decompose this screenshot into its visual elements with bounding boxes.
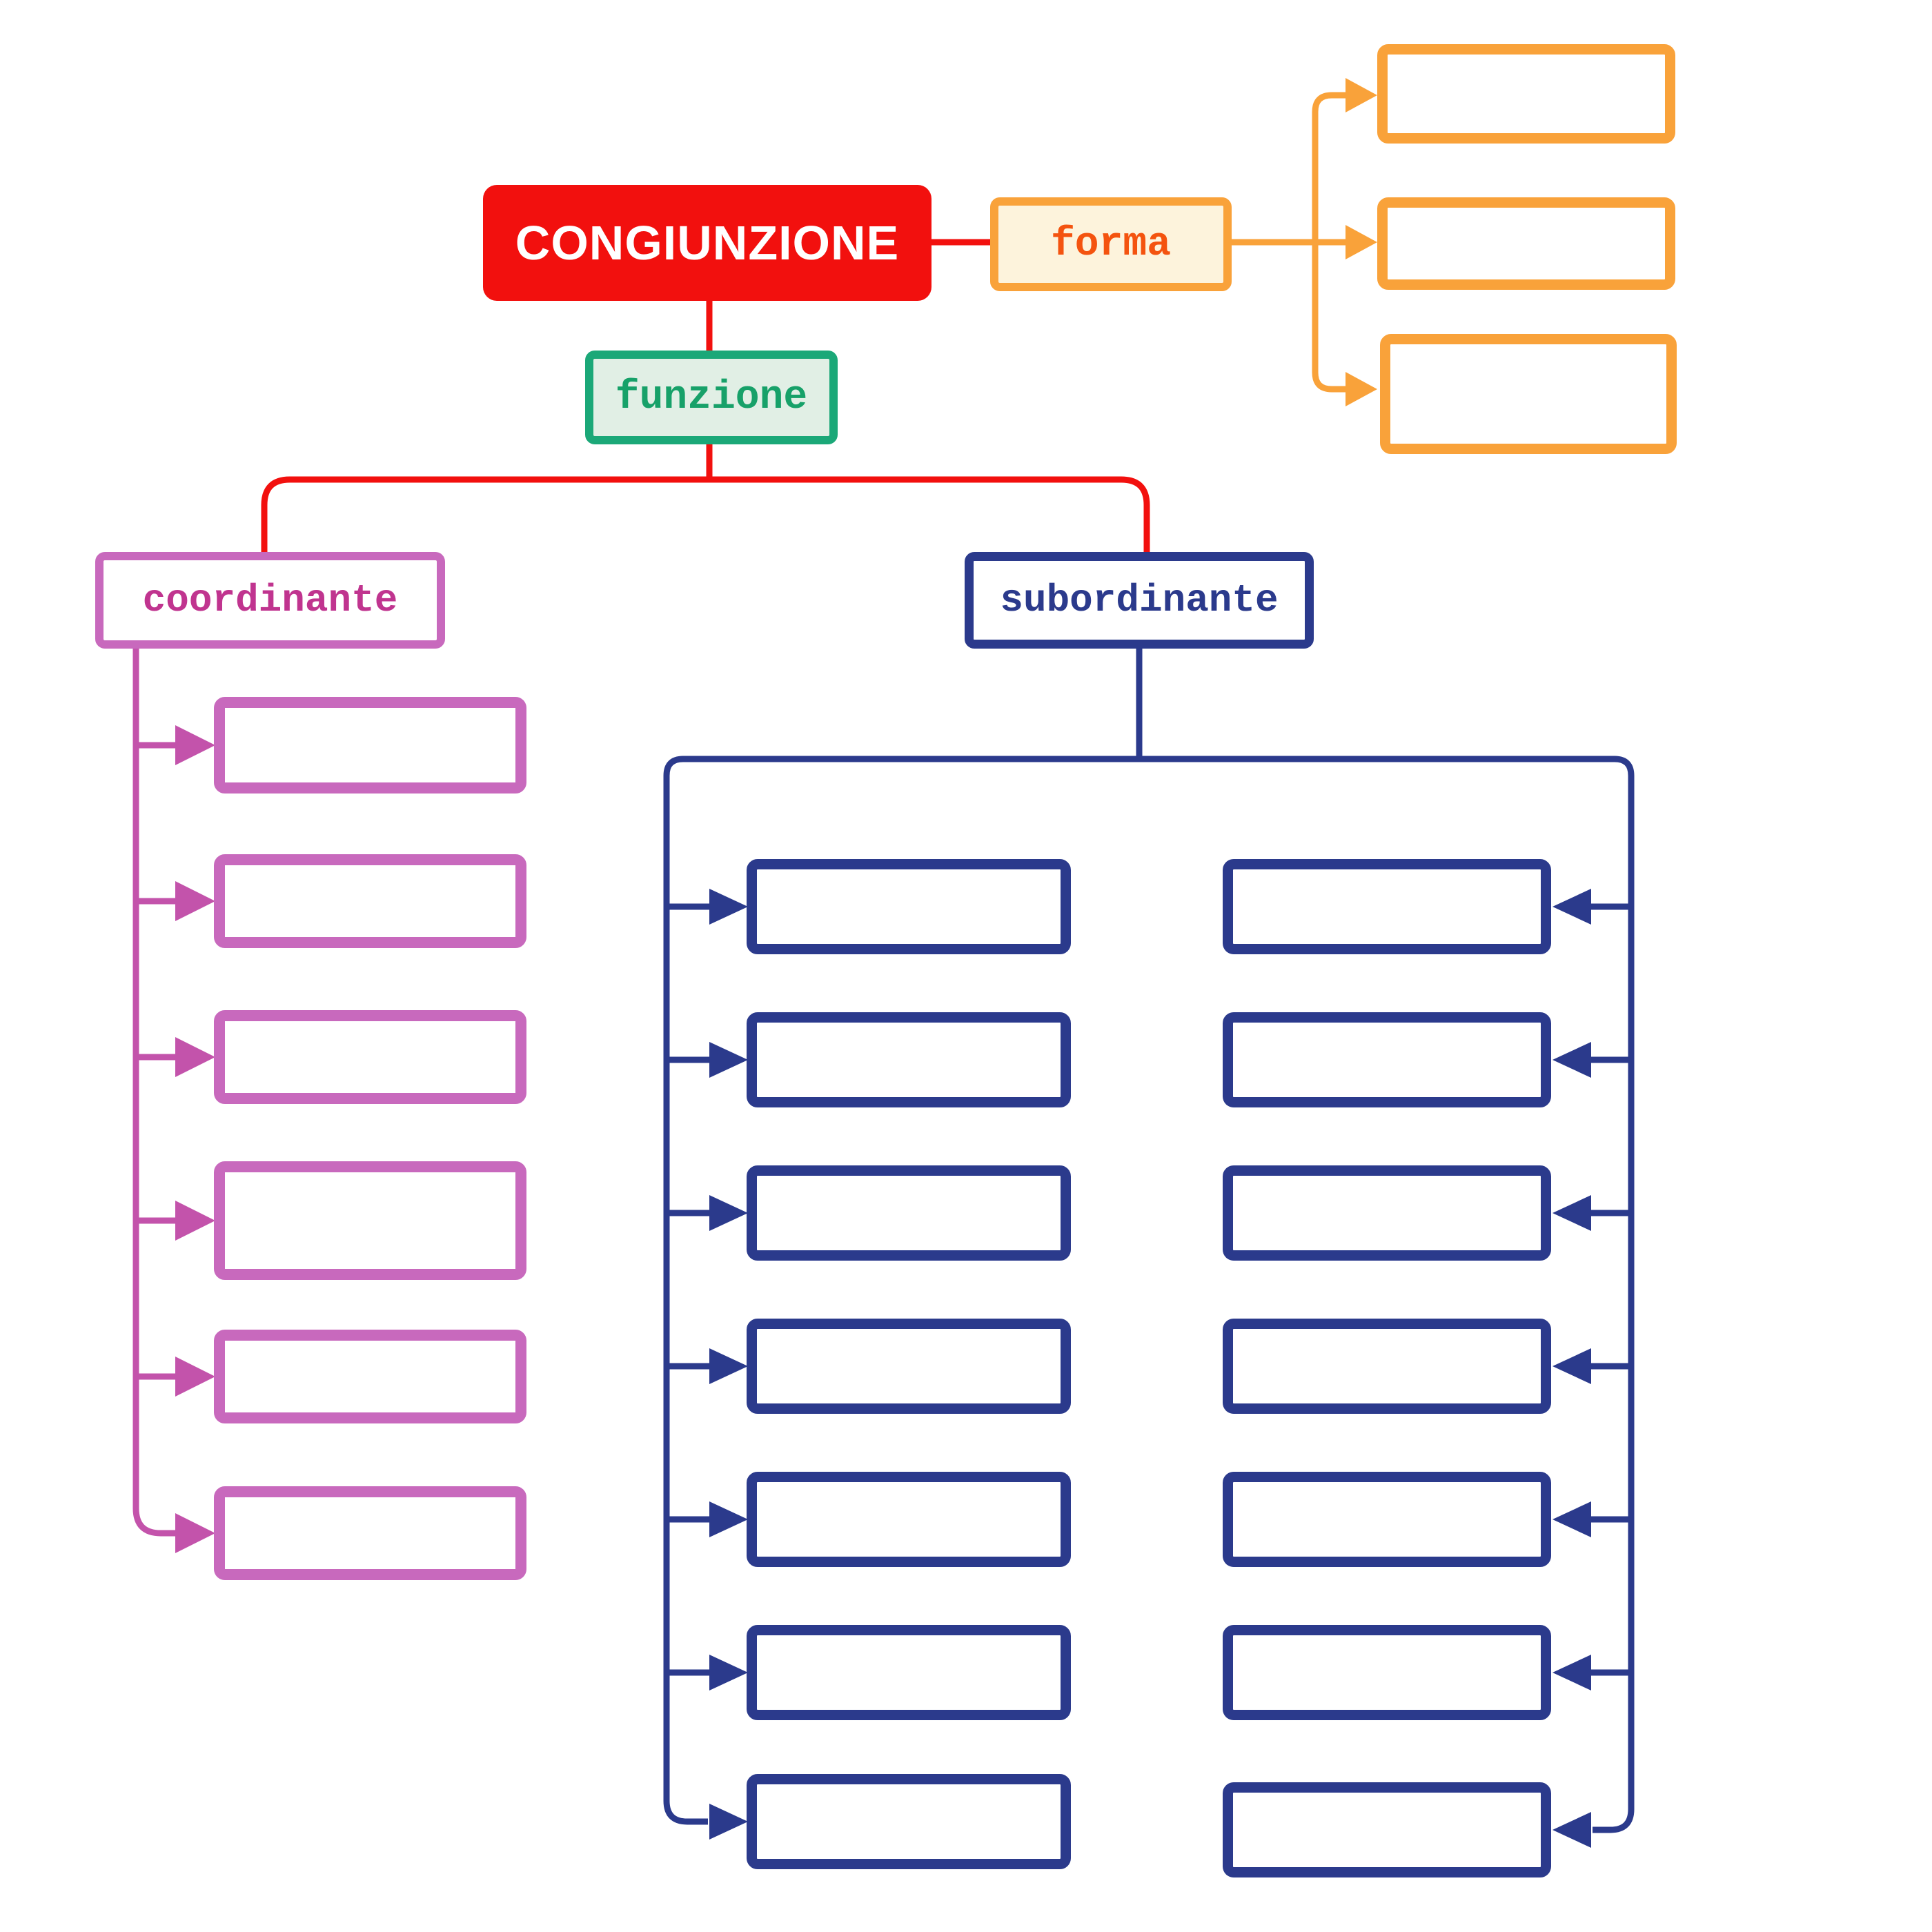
arrowhead-subordinante-right-3 <box>1552 1195 1591 1231</box>
arrowhead-coordinante-2 <box>175 881 215 921</box>
connector-funzione-branch <box>261 476 1150 552</box>
subordinante-right-blank-box-6 <box>1223 1625 1551 1720</box>
node-funzione: funzione <box>585 351 838 444</box>
arrowhead-subordinante-right-7 <box>1552 1812 1591 1848</box>
subordinante-left-blank-box-7 <box>747 1774 1071 1869</box>
forma-blank-box-2 <box>1377 197 1675 290</box>
connector-forma-vertical <box>1312 92 1346 393</box>
arrowhead-coordinante-4 <box>175 1201 215 1241</box>
subordinante-left-blank-box-4 <box>747 1319 1071 1414</box>
coordinante-blank-box-2 <box>214 854 526 948</box>
forma-blank-box-3 <box>1380 334 1677 454</box>
connector-coordinante-spine <box>132 649 177 1537</box>
arrowhead-coordinante-5 <box>175 1357 215 1397</box>
subordinante-right-blank-box-5 <box>1223 1472 1551 1567</box>
node-subordinante: subordinante <box>965 552 1314 649</box>
coordinante-blank-box-3 <box>214 1010 526 1104</box>
node-coordinante: coordinante <box>95 552 445 649</box>
root-node-label: CONGIUNZIONE <box>515 216 900 270</box>
subordinante-left-blank-box-3 <box>747 1165 1071 1261</box>
arrowhead-subordinante-left-4 <box>709 1348 748 1384</box>
subordinante-left-blank-box-6 <box>747 1625 1071 1720</box>
subordinante-left-blank-box-1 <box>747 859 1071 954</box>
coordinante-blank-box-6 <box>214 1486 526 1580</box>
arrowhead-subordinante-left-1 <box>709 889 748 925</box>
arrowhead-forma-1 <box>1346 78 1377 112</box>
subordinante-left-blank-box-2 <box>747 1012 1071 1107</box>
root-node-congiunzione: CONGIUNZIONE <box>483 185 931 301</box>
arrowhead-subordinante-right-4 <box>1552 1348 1591 1384</box>
arrowhead-subordinante-right-1 <box>1552 889 1591 925</box>
node-forma-label: forma <box>1050 221 1172 267</box>
arrowhead-coordinante-6 <box>175 1513 215 1553</box>
node-subordinante-label: subordinante <box>1000 578 1279 622</box>
subordinante-right-blank-box-2 <box>1223 1012 1551 1107</box>
arrowhead-subordinante-left-2 <box>709 1042 748 1078</box>
arrowhead-subordinante-right-2 <box>1552 1042 1591 1078</box>
arrowhead-subordinante-right-6 <box>1552 1655 1591 1690</box>
subordinante-right-blank-box-4 <box>1223 1319 1551 1414</box>
coordinante-blank-box-1 <box>214 697 526 793</box>
arrowhead-coordinante-1 <box>175 725 215 765</box>
arrowhead-subordinante-right-5 <box>1552 1501 1591 1537</box>
subordinante-right-blank-box-3 <box>1223 1165 1551 1261</box>
arrowhead-subordinante-left-6 <box>709 1655 748 1690</box>
arrowhead-coordinante-3 <box>175 1037 215 1077</box>
subordinante-right-blank-box-1 <box>1223 859 1551 954</box>
subordinante-right-blank-box-7 <box>1223 1782 1551 1877</box>
forma-blank-box-1 <box>1377 44 1675 144</box>
node-funzione-label: funzione <box>615 375 808 420</box>
connector-subordinante-frame <box>663 756 1635 1833</box>
arrowhead-forma-2 <box>1346 225 1377 259</box>
coordinante-blank-box-5 <box>214 1330 526 1423</box>
arrowhead-subordinante-left-5 <box>709 1501 748 1537</box>
node-forma: forma <box>990 197 1232 291</box>
coordinante-blank-box-4 <box>214 1161 526 1280</box>
arrowhead-subordinante-left-3 <box>709 1195 748 1231</box>
node-coordinante-label: coordinante <box>142 578 398 622</box>
subordinante-left-blank-box-5 <box>747 1472 1071 1567</box>
arrowhead-forma-3 <box>1346 372 1377 406</box>
arrowhead-subordinante-left-7 <box>709 1804 748 1840</box>
